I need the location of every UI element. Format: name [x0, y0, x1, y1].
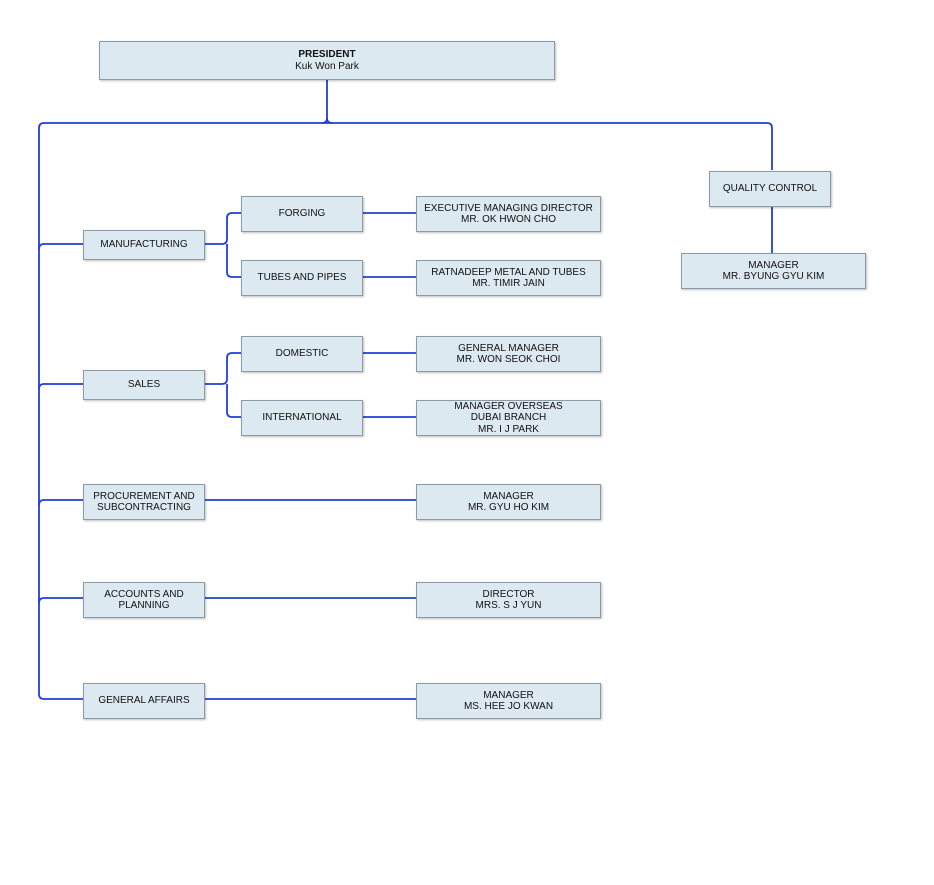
tubes-pipes-head-box: RATNADEEP METAL AND TUBES MR. TIMIR JAIN	[416, 260, 601, 296]
connector-president-right	[326, 117, 333, 124]
unit-label: DOMESTIC	[275, 348, 329, 360]
president-name: Kuk Won Park	[295, 60, 359, 72]
unit-label: TUBES AND PIPES	[257, 272, 347, 284]
department-label: PLANNING	[118, 600, 170, 611]
forging-box: FORGING	[241, 196, 363, 232]
head-line: MR. GYU HO KIM	[467, 502, 550, 513]
connector-sales-fork	[204, 352, 242, 385]
head-line: MRS. S J YUN	[475, 600, 542, 611]
forging-head-box: EXECUTIVE MANAGING DIRECTOR MR. OK HWON …	[416, 196, 601, 232]
head-line: MANAGER	[483, 689, 534, 701]
accounts-box: ACCOUNTS AND PLANNING	[83, 582, 205, 618]
tubes-pipes-box: TUBES AND PIPES	[241, 260, 363, 296]
qc-manager-line: MR. BYUNG GYU KIM	[722, 271, 825, 282]
accounts-head-box: DIRECTOR MRS. S J YUN	[416, 582, 601, 618]
quality-control-manager-box: MANAGER MR. BYUNG GYU KIM	[681, 253, 866, 289]
head-line: DIRECTOR	[482, 588, 535, 600]
manufacturing-box: MANUFACTURING	[83, 230, 205, 260]
head-line: MANAGER	[483, 490, 534, 502]
department-label: MANUFACTURING	[100, 239, 188, 251]
general-affairs-box: GENERAL AFFAIRS	[83, 683, 205, 719]
domestic-box: DOMESTIC	[241, 336, 363, 372]
head-line: DUBAI BRANCH	[470, 412, 547, 424]
quality-control-box: QUALITY CONTROL	[709, 171, 831, 207]
head-line: MR. TIMIR JAIN	[472, 278, 545, 289]
procurement-head-box: MANAGER MR. GYU HO KIM	[416, 484, 601, 520]
head-line: GENERAL MANAGER	[458, 342, 559, 354]
department-label: SALES	[127, 379, 161, 391]
president-title: PRESIDENT	[298, 49, 356, 60]
head-line: RATNADEEP METAL AND TUBES	[431, 266, 586, 278]
connector-president	[321, 79, 328, 124]
connector-sales-fork-down	[226, 384, 242, 418]
connector-left-spine	[38, 122, 45, 694]
president-box: PRESIDENT Kuk Won Park	[99, 41, 555, 80]
head-line: MANAGER OVERSEAS	[454, 400, 563, 412]
department-label: SUBCONTRACTING	[97, 502, 191, 513]
connector-manufacturing	[38, 243, 84, 250]
head-line: EXECUTIVE MANAGING DIRECTOR	[424, 202, 593, 214]
international-box: INTERNATIONAL	[241, 400, 363, 436]
connector-main-bus	[44, 122, 773, 170]
department-label: GENERAL AFFAIRS	[98, 695, 190, 707]
connector-general-affairs	[38, 693, 84, 700]
quality-control-label: QUALITY CONTROL	[722, 183, 818, 195]
head-line: MR. WON SEOK CHOI	[456, 354, 561, 365]
unit-label: FORGING	[278, 208, 326, 220]
unit-label: INTERNATIONAL	[262, 412, 342, 424]
head-line: MS. HEE JO KWAN	[463, 701, 554, 712]
qc-manager-line: MANAGER	[748, 259, 799, 271]
head-line: MR. I J PARK	[478, 423, 539, 435]
general-affairs-head-box: MANAGER MS. HEE JO KWAN	[416, 683, 601, 719]
connector-procurement	[38, 499, 84, 506]
head-line: MR. OK HWON CHO	[461, 214, 556, 225]
connector-mfg-fork-down	[226, 244, 242, 278]
sales-box: SALES	[83, 370, 205, 400]
procurement-box: PROCUREMENT AND SUBCONTRACTING	[83, 484, 205, 520]
department-label: ACCOUNTS AND	[104, 588, 184, 600]
connector-sales	[38, 383, 84, 390]
international-head-box: MANAGER OVERSEAS DUBAI BRANCH MR. I J PA…	[416, 400, 601, 436]
connector-accounts	[38, 597, 84, 604]
connector-mfg-fork	[204, 212, 242, 245]
department-label: PROCUREMENT AND	[93, 490, 195, 502]
domestic-head-box: GENERAL MANAGER MR. WON SEOK CHOI	[416, 336, 601, 372]
